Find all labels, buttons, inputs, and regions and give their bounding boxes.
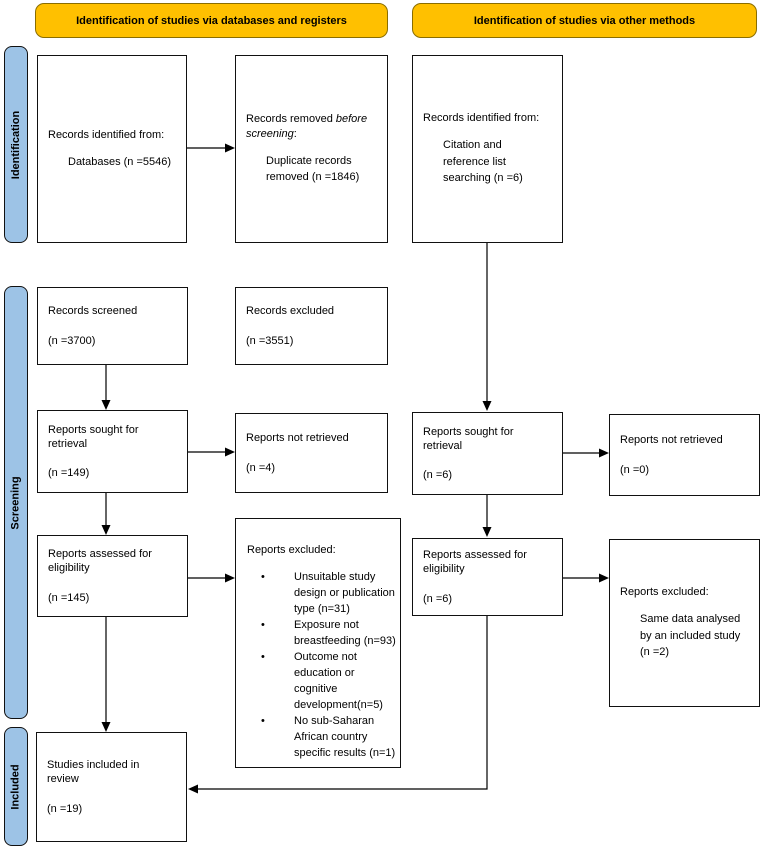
box-title: Records removed before screening: xyxy=(246,112,377,141)
box-count: (n =0) xyxy=(620,463,650,476)
exclusion-reason: • Exposure not breastfeeding (n=93) xyxy=(247,617,396,649)
stage-label-included: Included xyxy=(4,727,28,846)
bullet-line: African country xyxy=(294,731,368,744)
bullet-line: Exposure not xyxy=(294,619,359,632)
box-label: eligibility xyxy=(423,563,465,576)
box-reports-not-retrieved-databases: Reports not retrieved (n =4) xyxy=(235,413,388,493)
box-records-identified-databases: Records identified from: Databases (n =5… xyxy=(37,55,187,243)
stage-label-included-text: Included xyxy=(10,763,23,810)
box-detail-line: reference list xyxy=(443,155,506,168)
box-label: Studies included in xyxy=(47,759,140,772)
box-detail-line: Databases (n =5546) xyxy=(68,155,172,168)
title-italic: before screening xyxy=(246,113,368,140)
bullet-text: No sub-Saharan African country specific … xyxy=(294,713,395,761)
bullet-line: specific results (n=1) xyxy=(294,747,396,760)
box-title: Records identified from: xyxy=(48,128,165,141)
box-detail-line: Citation and xyxy=(443,139,502,152)
box-label: Reports assessed for xyxy=(48,548,152,561)
bullet-line: design or publication xyxy=(294,587,395,600)
box-reports-sought-other: Reports sought for retrieval (n =6) xyxy=(412,412,563,495)
bullet-line: cognitive xyxy=(294,683,338,696)
box-reports-excluded-databases: Reports excluded: • Unsuitable study des… xyxy=(235,518,401,768)
exclusion-reason: • Unsuitable study design or publication… xyxy=(247,569,396,617)
bullet-line: Outcome not xyxy=(294,651,357,664)
bullet-line: Unsuitable study xyxy=(294,571,376,584)
bullet-line: education or xyxy=(294,667,355,680)
box-records-screened: Records screened (n =3700) xyxy=(37,287,188,365)
box-label: Reports sought for xyxy=(423,425,514,438)
box-detail-line: Duplicate records xyxy=(266,154,352,167)
stage-label-identification-text: Identification xyxy=(10,110,23,179)
box-count: (n =19) xyxy=(47,802,83,815)
box-label: Reports assessed for xyxy=(423,549,527,562)
box-title: Reports excluded: xyxy=(247,544,336,556)
bullet-icon: • xyxy=(261,619,265,632)
bullet-line: No sub-Saharan xyxy=(294,715,375,728)
box-label: Reports sought for xyxy=(48,423,139,436)
box-reports-excluded-other: Reports excluded: Same data analysed by … xyxy=(609,539,760,707)
box-label: retrieval xyxy=(48,437,88,450)
bullet-text: Exposure not breastfeeding (n=93) xyxy=(294,617,396,649)
box-records-removed-before-screening: Records removed before screening: Duplic… xyxy=(235,55,388,243)
bullet-icon: • xyxy=(261,571,265,584)
title-suffix: : xyxy=(293,127,297,140)
exclusion-reason-list: • Unsuitable study design or publication… xyxy=(247,569,396,761)
box-title: Records identified from: xyxy=(423,112,540,125)
exclusion-reason: • Outcome not education or cognitive dev… xyxy=(247,649,396,713)
box-detail-line: removed (n =1846) xyxy=(266,171,360,184)
bullet-line: type (n=31) xyxy=(294,603,350,616)
box-count: (n =6) xyxy=(423,469,453,482)
box-label: retrieval xyxy=(423,439,463,452)
bullet-line: breastfeeding (n=93) xyxy=(294,635,396,648)
box-records-excluded: Records excluded (n =3551) xyxy=(235,287,388,365)
box-count: (n =3551) xyxy=(246,334,294,347)
header-databases-registers: Identification of studies via databases … xyxy=(35,3,388,38)
box-count: (n =6) xyxy=(423,592,453,605)
box-studies-included: Studies included in review (n =19) xyxy=(36,732,187,842)
stage-label-identification: Identification xyxy=(4,46,28,243)
bullet-icon: • xyxy=(261,715,265,728)
box-detail-line: (n =2) xyxy=(640,646,670,659)
box-count: (n =3700) xyxy=(48,334,96,347)
title-prefix: Records removed xyxy=(246,113,336,126)
box-label: Reports not retrieved xyxy=(620,434,723,447)
box-count: (n =145) xyxy=(48,591,90,604)
box-reports-assessed-other: Reports assessed for eligibility (n =6) xyxy=(412,538,563,616)
bullet-line: development(n=5) xyxy=(294,699,383,712)
stage-label-screening: Screening xyxy=(4,286,28,719)
exclusion-reason: • No sub-Saharan African country specifi… xyxy=(247,713,396,761)
box-count: (n =149) xyxy=(48,467,90,480)
box-detail-line: by an included study xyxy=(640,629,741,642)
box-label: eligibility xyxy=(48,562,90,575)
box-label: review xyxy=(47,773,79,786)
box-label: Reports not retrieved xyxy=(246,432,349,445)
box-label: Records screened xyxy=(48,305,138,318)
box-reports-assessed-databases: Reports assessed for eligibility (n =145… xyxy=(37,535,188,617)
box-label: Records excluded xyxy=(246,305,335,318)
box-reports-sought-databases: Reports sought for retrieval (n =149) xyxy=(37,410,188,493)
box-count: (n =4) xyxy=(246,461,276,474)
box-detail-line: searching (n =6) xyxy=(443,172,523,185)
bullet-icon: • xyxy=(261,651,265,664)
box-records-identified-other: Records identified from: Citation and re… xyxy=(412,55,563,243)
box-title: Reports excluded: xyxy=(620,586,709,599)
bullet-text: Unsuitable study design or publication t… xyxy=(294,569,395,617)
bullet-text: Outcome not education or cognitive devel… xyxy=(294,649,383,713)
box-detail-line: Same data analysed xyxy=(640,613,741,626)
header-other-methods: Identification of studies via other meth… xyxy=(412,3,757,38)
stage-label-screening-text: Screening xyxy=(10,475,22,530)
box-reports-not-retrieved-other: Reports not retrieved (n =0) xyxy=(609,414,760,496)
